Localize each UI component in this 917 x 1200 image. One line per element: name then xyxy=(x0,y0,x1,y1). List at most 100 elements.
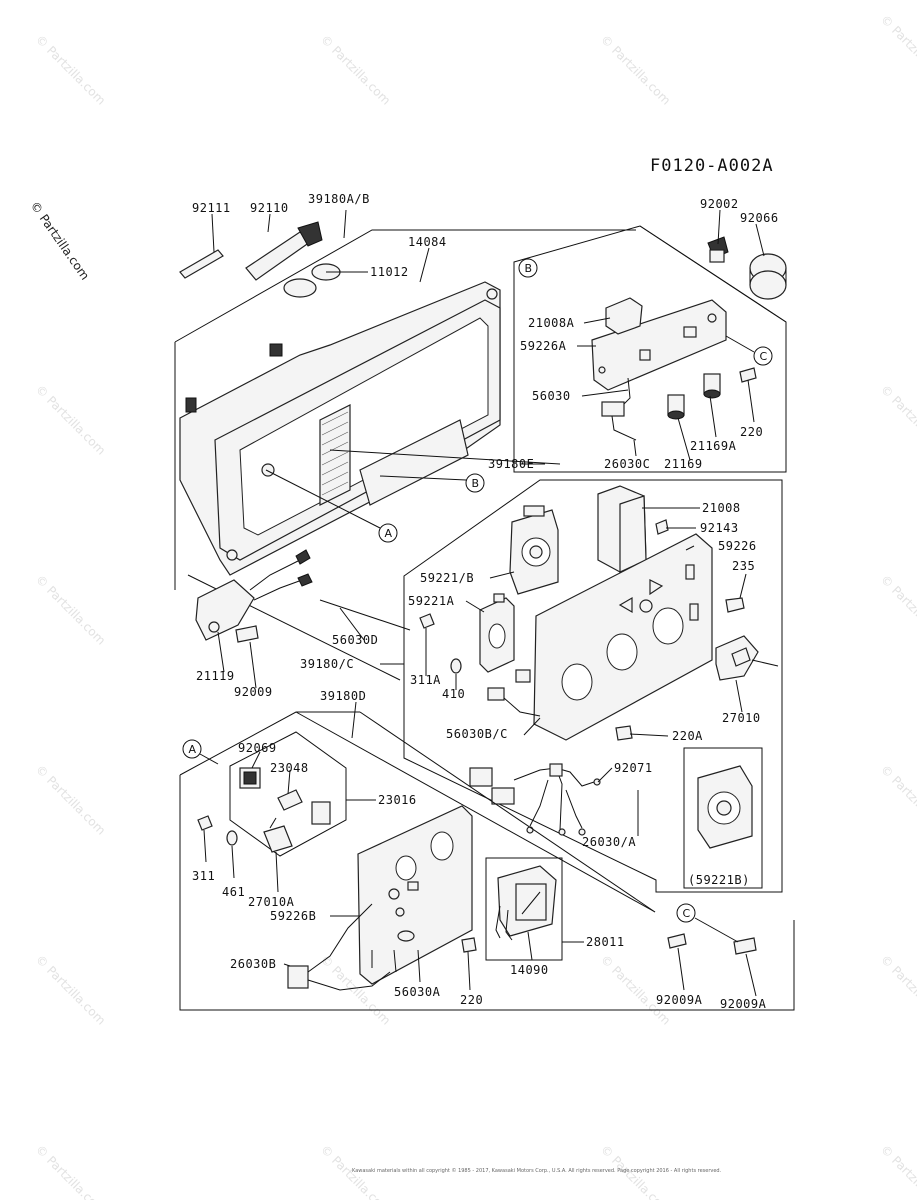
watermark-text: © Partzilla.com xyxy=(33,952,108,1027)
part-label-39180ab: 39180A/B xyxy=(308,192,370,206)
watermark-text: © Partzilla.com xyxy=(33,1142,108,1200)
nut-311 xyxy=(197,815,213,831)
part-label-59221a: 59221A xyxy=(408,594,455,608)
part-label-410: 410 xyxy=(442,687,465,701)
panel-59226b xyxy=(357,805,473,985)
diagram-code: F0120-A002A xyxy=(650,156,774,176)
part-label-59226a: 59226A xyxy=(520,339,567,353)
clamp-11012 xyxy=(283,263,341,298)
switch-27010a xyxy=(263,817,293,853)
watermark-text: © Partzilla.com xyxy=(878,1142,917,1200)
tube-92110 xyxy=(245,221,323,281)
part-label-92143: 92143 xyxy=(700,521,739,535)
rod-39180d xyxy=(359,711,656,913)
harness-56030a xyxy=(371,949,397,973)
part-label-92071: 92071 xyxy=(614,761,653,775)
part-label-59226b: 59226B xyxy=(270,909,316,923)
part-label-26030a: 26030/A xyxy=(582,835,636,849)
part-label-39180c: 39180/C xyxy=(300,657,354,671)
receptacle-box-59221b xyxy=(683,747,763,889)
part-label-92110: 92110 xyxy=(250,201,289,215)
regulator-21119 xyxy=(195,549,313,641)
copyright-notice: Kawasaki materials within all copyright … xyxy=(352,1167,722,1174)
watermark-text: © Partzilla.com xyxy=(33,382,108,457)
screw-220-top xyxy=(739,367,757,383)
callout-c-label: C xyxy=(760,350,768,363)
terminal-21169a xyxy=(703,373,721,399)
part-label-220-bottom: 220 xyxy=(460,993,483,1007)
bolt-92009 xyxy=(235,625,259,643)
bolt-92009a-1 xyxy=(667,933,687,949)
screw-235 xyxy=(725,597,745,613)
bolt-92009a-2 xyxy=(733,937,757,955)
parts-drawings xyxy=(179,221,787,991)
meter-box-28011 xyxy=(485,857,563,961)
part-label-11012: 11012 xyxy=(370,265,409,279)
watermark-text: © Partzilla.com xyxy=(878,762,917,837)
part-label-59226: 59226 xyxy=(718,539,757,553)
receptacle-59221b xyxy=(509,505,559,595)
watermark-text: © Partzilla.com xyxy=(318,32,393,107)
callout-c-2: C xyxy=(676,903,739,943)
side-watermark: © Partzilla.com xyxy=(28,199,93,283)
part-label-92009a-2: 92009A xyxy=(720,997,767,1011)
part-label-92002: 92002 xyxy=(700,197,739,211)
nut-311a xyxy=(419,613,435,629)
part-label-27010a: 27010A xyxy=(248,895,295,909)
rod-56030d xyxy=(319,599,411,631)
watermark-text: © Partzilla.com xyxy=(598,32,673,107)
part-label-59221b-paren: (59221B) xyxy=(688,873,750,887)
part-label-23048: 23048 xyxy=(270,761,309,775)
box-23016 xyxy=(229,731,347,857)
callout-a-1: A xyxy=(265,469,398,543)
part-label-21008a: 21008A xyxy=(528,316,575,330)
holder-23016 xyxy=(311,801,331,825)
watermark-text: © Partzilla.com xyxy=(33,32,108,107)
callout-c-1: C xyxy=(725,335,773,366)
part-label-28011: 28011 xyxy=(586,935,625,949)
part-label-92111: 92111 xyxy=(192,201,231,215)
part-label-311a: 311A xyxy=(410,673,441,687)
pin-92143 xyxy=(655,519,669,535)
harness-26030a xyxy=(469,763,601,836)
part-label-21169a: 21169A xyxy=(690,439,737,453)
frame-14084 xyxy=(179,281,501,576)
part-label-56030d: 56030D xyxy=(332,633,378,647)
watermark-text: © Partzilla.com xyxy=(598,952,673,1027)
part-label-23016: 23016 xyxy=(378,793,417,807)
switch-92069 xyxy=(239,767,261,789)
watermark-text: © Partzilla.com xyxy=(878,382,917,457)
part-label-220a: 220A xyxy=(672,729,703,743)
screw-220-bottom xyxy=(461,937,477,953)
callout-a-label: A xyxy=(385,527,393,540)
fuse-23048 xyxy=(277,789,303,811)
part-label-235: 235 xyxy=(732,559,755,573)
part-label-56030bc: 56030B/C xyxy=(446,727,508,741)
part-label-39180d: 39180D xyxy=(320,689,366,703)
part-label-14090: 14090 xyxy=(510,963,549,977)
part-label-92009: 92009 xyxy=(234,685,273,699)
part-label-21169: 21169 xyxy=(664,457,703,471)
part-label-14084: 14084 xyxy=(408,235,447,249)
part-label-461: 461 xyxy=(222,885,245,899)
callout-b-2: B xyxy=(379,473,485,493)
part-label-39180e: 39180E xyxy=(488,457,534,471)
panel-59226a xyxy=(591,299,727,391)
watermark-text: © Partzilla.com xyxy=(33,572,108,647)
part-label-92069: 92069 xyxy=(238,741,277,755)
switch-27010 xyxy=(715,635,779,681)
terminal-21169 xyxy=(667,394,685,420)
watermark-text: © Partzilla.com xyxy=(33,762,108,837)
part-label-220-top: 220 xyxy=(740,425,763,439)
callout-c-label: C xyxy=(683,907,691,920)
part-label-92009a-1: 92009A xyxy=(656,993,703,1007)
rod-92111 xyxy=(179,249,224,279)
part-label-26030b: 26030B xyxy=(230,957,276,971)
meter-14090 xyxy=(495,865,557,941)
callout-b-label: B xyxy=(525,262,533,275)
breaker-21008a xyxy=(605,297,643,335)
part-label-21119: 21119 xyxy=(196,669,235,683)
rod-39180e xyxy=(329,449,561,465)
cap-92066 xyxy=(749,253,787,300)
